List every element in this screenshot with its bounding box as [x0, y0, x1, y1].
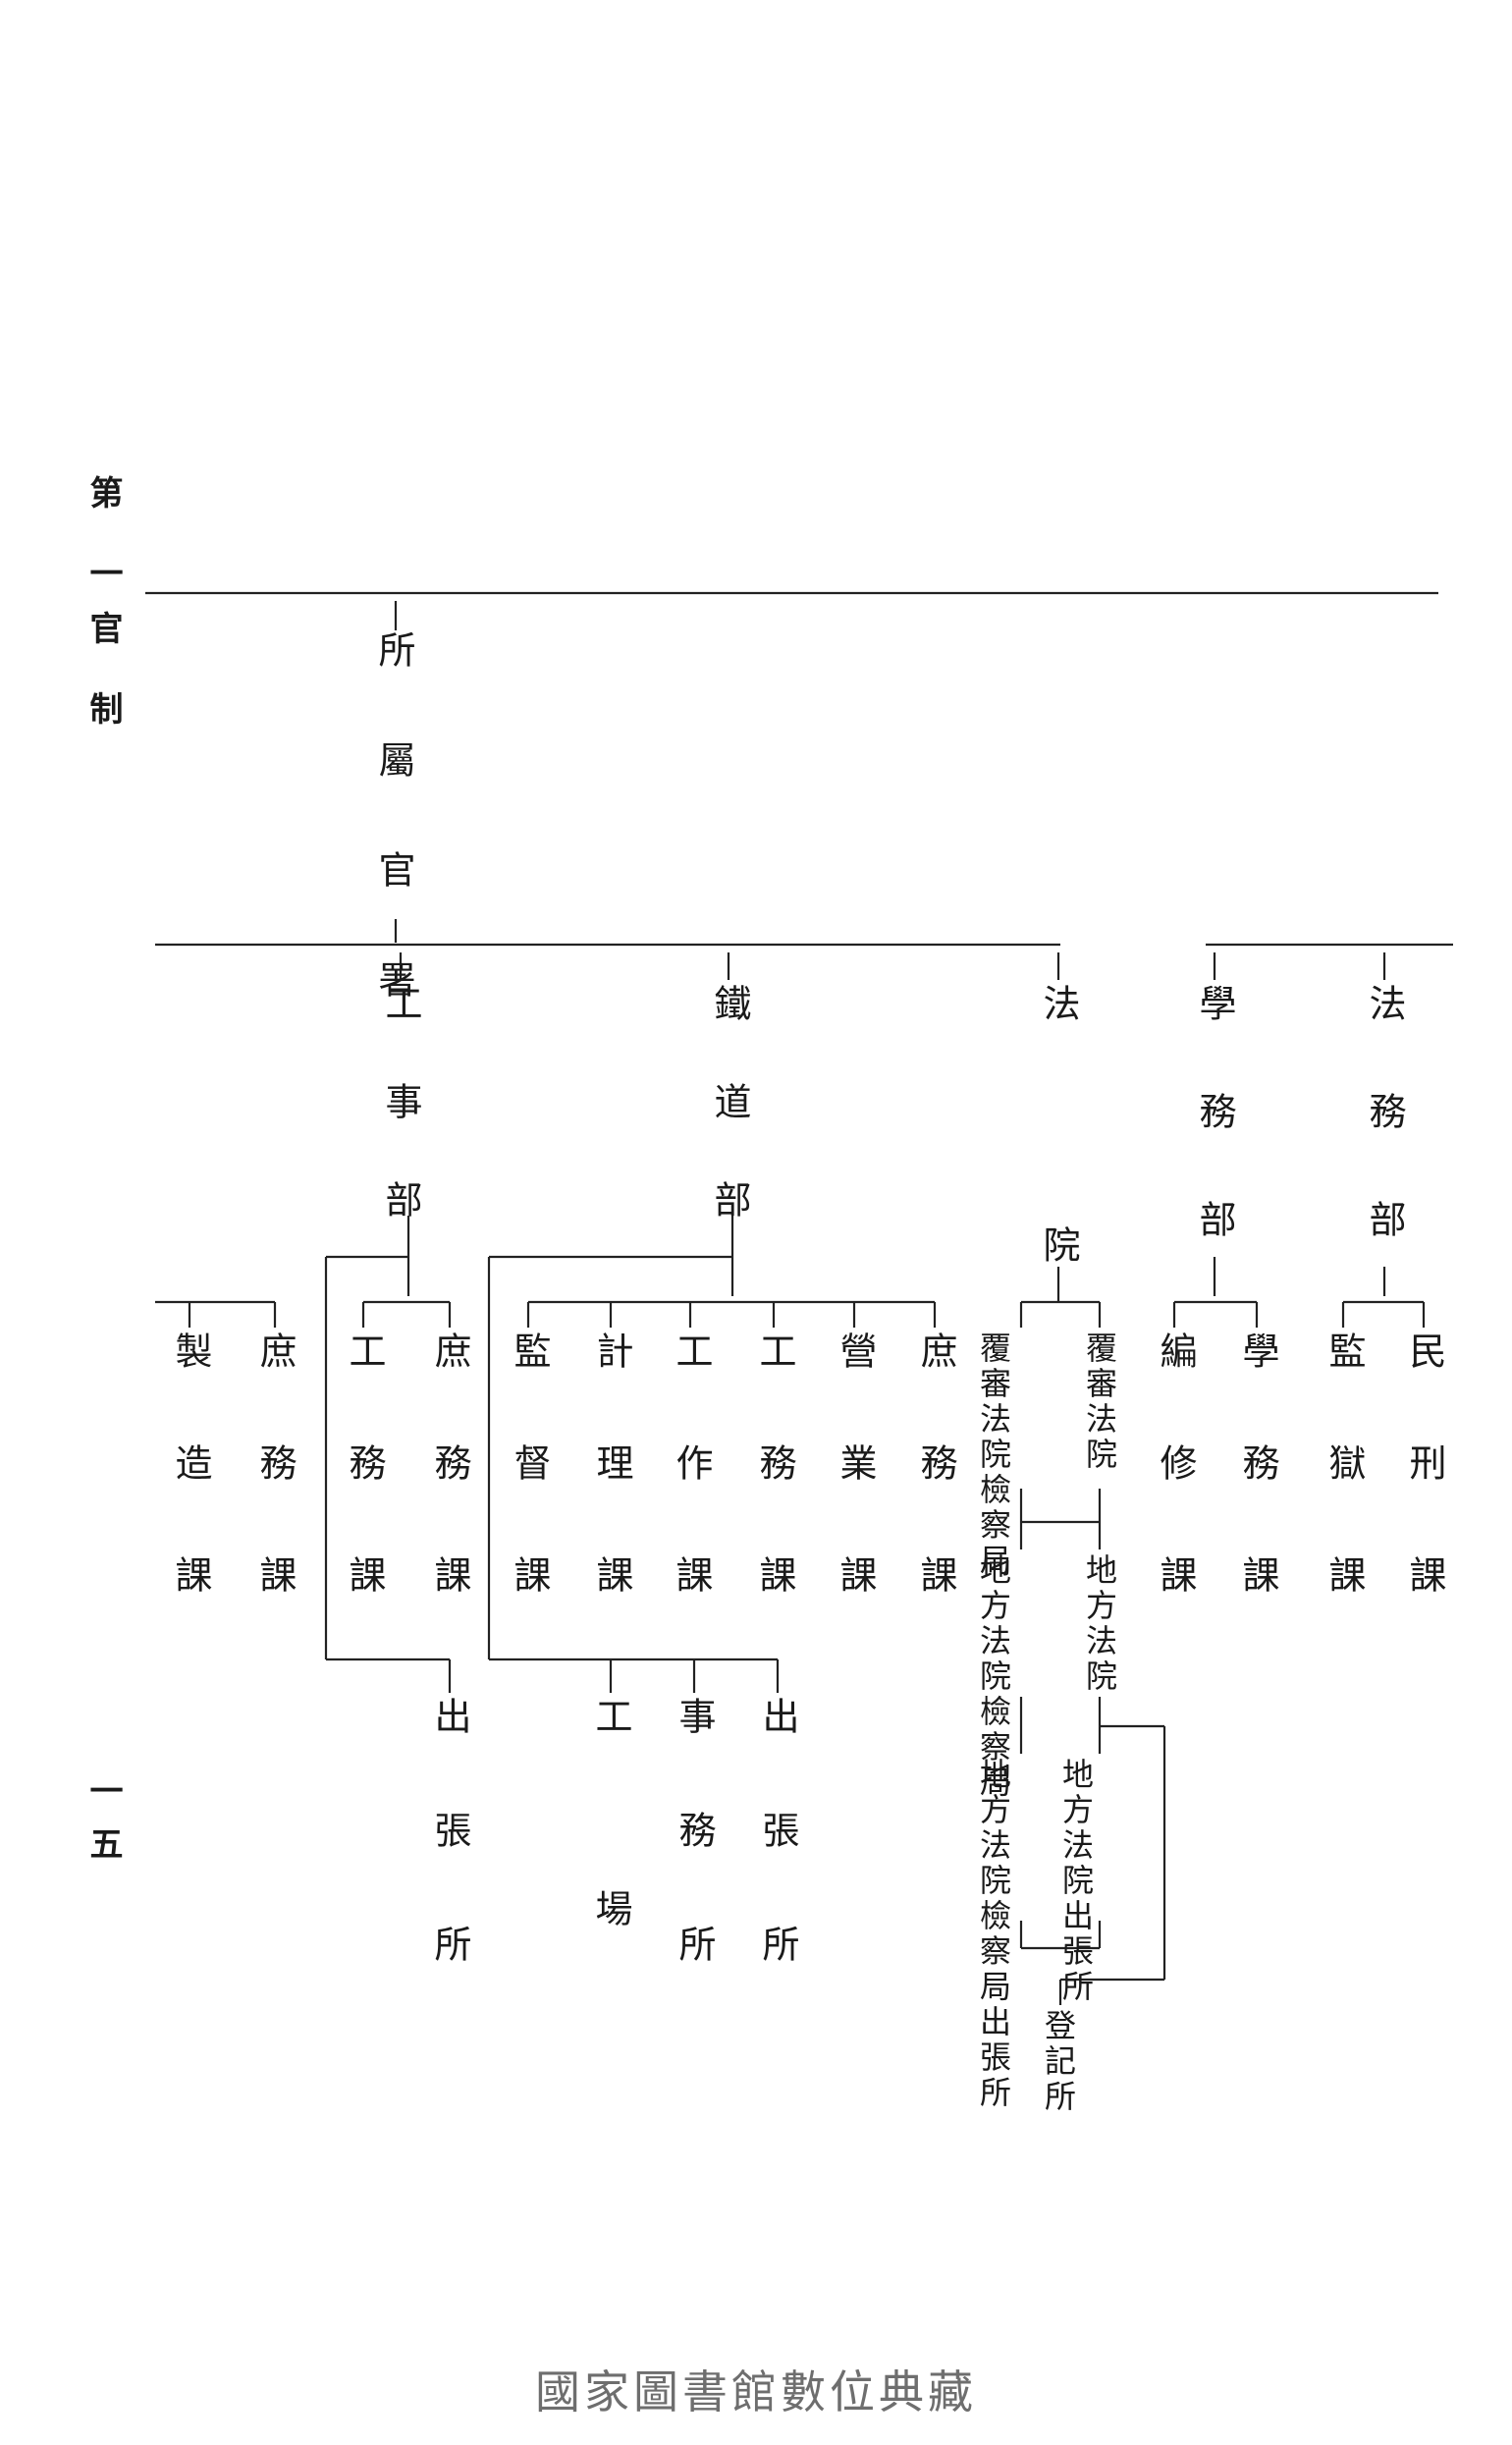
rail-branch-office: 出張所	[756, 1697, 799, 2038]
high-prosecutor-text: 覆審法院檢察局	[975, 1331, 1012, 1579]
rail-branch-affairs: 事務所	[673, 1697, 716, 2038]
left-section-manufacturing: 製造課	[169, 1331, 212, 1667]
root-agencies-label: 所屬官署	[372, 630, 415, 1070]
chapter-heading: 第一	[83, 475, 123, 636]
section-heading: 官制	[83, 611, 123, 772]
rail-section-operations: 營業課	[834, 1331, 877, 1667]
justice-section-prisons: 監獄課	[1323, 1331, 1366, 1667]
pw-branch-office: 出張所	[428, 1697, 471, 2038]
bureau-education: 學務部	[1193, 984, 1236, 1308]
pw-section-general: 庶務課	[428, 1331, 471, 1667]
district-prosecutor-branch: 地方法院檢察局出張所	[975, 1758, 1062, 2111]
rail-branch-factory: 工場	[589, 1697, 632, 2082]
left-section-general: 庶務課	[253, 1331, 297, 1667]
bureau-courts: 法院	[1037, 984, 1080, 1467]
rail-section-works: 工務課	[753, 1331, 796, 1667]
district-court: 地方法院	[1081, 1553, 1118, 1695]
district-court-branch: 地方法院出張所	[1057, 1758, 1145, 2005]
edu-section-academic: 學務課	[1236, 1331, 1279, 1667]
edu-section-editing: 編修課	[1154, 1331, 1197, 1667]
district-court-branch-text: 地方法院出張所	[1057, 1758, 1095, 2005]
bureau-justice: 法務部	[1363, 984, 1406, 1308]
rail-section-general: 庶務課	[914, 1331, 957, 1667]
pw-section-works: 工務課	[343, 1331, 386, 1667]
district-prosecutor-text: 地方法院檢察局	[975, 1553, 1012, 1801]
rail-section-workshop: 工作課	[670, 1331, 713, 1667]
bureau-public-works: 工事部	[379, 984, 422, 1278]
library-footer: 國家圖書館數位典藏	[535, 2365, 977, 2418]
district-prosecutor: 地方法院檢察局	[975, 1553, 1060, 1801]
justice-section-civil-criminal: 民刑課	[1403, 1331, 1446, 1667]
rail-section-accounting: 計理課	[590, 1331, 633, 1667]
district-prosecutor-branch-text: 地方法院檢察局出張所	[975, 1758, 1012, 2111]
bureau-railway: 鐵道部	[708, 984, 751, 1278]
rail-section-supervision: 監督課	[508, 1331, 551, 1667]
registry-office: 登記所	[1040, 2009, 1077, 2115]
page-number: 一五	[83, 1773, 123, 1879]
high-court: 覆審法院	[1081, 1331, 1118, 1473]
high-prosecutor: 覆審法院檢察局	[975, 1331, 1060, 1579]
